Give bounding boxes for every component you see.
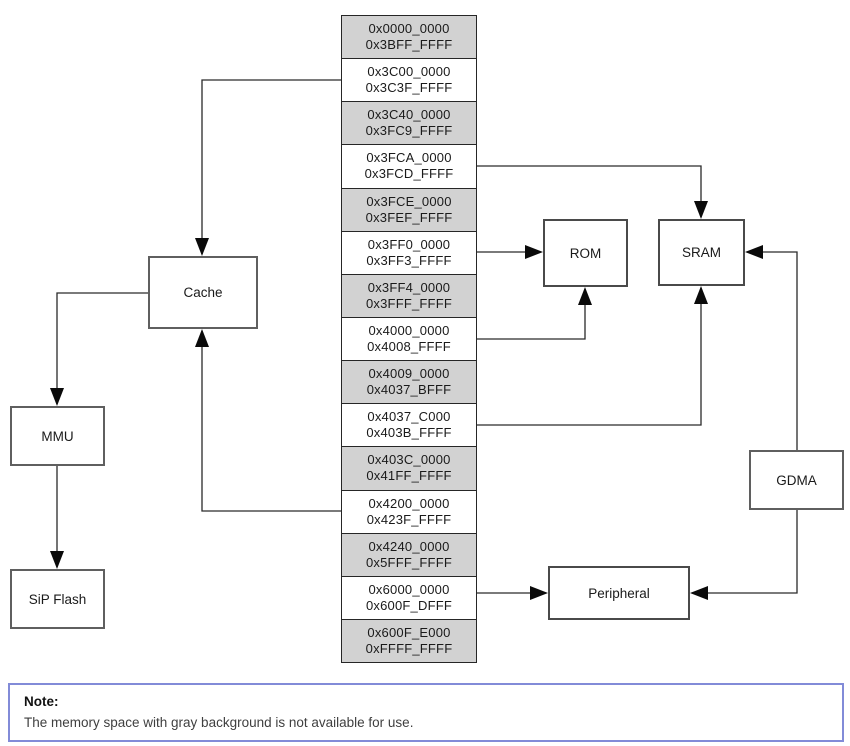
connector-region2-to-cache-top <box>195 79 341 256</box>
memory-region: 0x4240_0000 0x5FFF_FFFF <box>342 533 476 577</box>
sram-box: SRAM <box>658 219 745 286</box>
region-start-address: 0x0000_0000 <box>368 21 450 37</box>
region-start-address: 0x3FF4_0000 <box>367 279 451 295</box>
region-start-address: 0x600F_E000 <box>367 625 451 641</box>
mmu-box: MMU <box>10 406 105 466</box>
region-start-address: 0x6000_0000 <box>368 581 450 597</box>
region-end-address: 0xFFFF_FFFF <box>365 641 453 657</box>
region-end-address: 0x403B_FFFF <box>366 425 452 441</box>
connector-region4-to-sram-top <box>477 165 708 219</box>
connector-region8-to-rom-bottom <box>477 287 592 340</box>
region-end-address: 0x3FF3_FFFF <box>366 252 452 268</box>
connector-cache-to-mmu <box>50 292 148 406</box>
note-text: The memory space with gray background is… <box>24 715 414 730</box>
region-start-address: 0x3FF0_0000 <box>367 236 451 252</box>
region-end-address: 0x3BFF_FFFF <box>365 37 453 53</box>
region-start-address: 0x403C_0000 <box>367 452 451 468</box>
peripheral-box: Peripheral <box>548 566 690 620</box>
note-title: Note: <box>24 694 59 709</box>
memory-region: 0x4000_0000 0x4008_FFFF <box>342 317 476 362</box>
memory-region: 0x3FCA_0000 0x3FCD_FFFF <box>342 145 476 189</box>
connector-region12-to-cache-bottom <box>195 329 341 512</box>
region-end-address: 0x3FC9_FFFF <box>365 123 453 139</box>
region-end-address: 0x3C3F_FFFF <box>365 80 453 96</box>
region-end-address: 0x4008_FFFF <box>367 339 451 355</box>
region-start-address: 0x3FCA_0000 <box>366 150 452 166</box>
memory-region: 0x3FCE_0000 0x3FEF_FFFF <box>342 188 476 232</box>
region-start-address: 0x4037_C000 <box>367 409 451 425</box>
region-start-address: 0x3C40_0000 <box>367 107 451 123</box>
region-end-address: 0x423F_FFFF <box>366 511 452 527</box>
memory-address-column: 0x0000_0000 0x3BFF_FFFF 0x3C00_0000 0x3C… <box>341 15 477 663</box>
memory-region: 0x600F_E000 0xFFFF_FFFF <box>342 619 476 663</box>
region-end-address: 0x3FCD_FFFF <box>364 166 454 182</box>
memory-region: 0x4037_C000 0x403B_FFFF <box>342 404 476 448</box>
memory-region: 0x4200_0000 0x423F_FFFF <box>342 490 476 534</box>
memory-region: 0x403C_0000 0x41FF_FFFF <box>342 447 476 491</box>
region-end-address: 0x41FF_FFFF <box>366 468 452 484</box>
region-start-address: 0x4009_0000 <box>368 366 450 382</box>
memory-region: 0x3C40_0000 0x3FC9_FFFF <box>342 102 476 146</box>
memory-region: 0x6000_0000 0x600F_DFFF <box>342 576 476 620</box>
gdma-box: GDMA <box>749 450 844 510</box>
region-end-address: 0x5FFF_FFFF <box>366 554 452 570</box>
memory-region: 0x0000_0000 0x3BFF_FFFF <box>342 16 476 60</box>
region-end-address: 0x600F_DFFF <box>365 597 452 613</box>
region-start-address: 0x4240_0000 <box>368 538 450 554</box>
memory-region: 0x3FF0_0000 0x3FF3_FFFF <box>342 231 476 275</box>
region-end-address: 0x3FFF_FFFF <box>366 295 452 311</box>
cache-box: Cache <box>148 256 258 329</box>
region-end-address: 0x4037_BFFF <box>366 382 452 398</box>
sip-flash-box: SiP Flash <box>10 569 105 629</box>
region-start-address: 0x3C00_0000 <box>367 64 451 80</box>
rom-box: ROM <box>543 219 628 287</box>
region-end-address: 0x3FEF_FFFF <box>365 209 453 225</box>
region-start-address: 0x4200_0000 <box>368 495 450 511</box>
memory-region: 0x3FF4_0000 0x3FFF_FFFF <box>342 274 476 318</box>
connector-gdma-to-peripheral-right <box>690 510 798 600</box>
connector-region10-to-sram-bottom <box>477 286 708 426</box>
memory-region: 0x4009_0000 0x4037_BFFF <box>342 361 476 405</box>
note-panel: Note: The memory space with gray backgro… <box>8 683 844 742</box>
region-start-address: 0x3FCE_0000 <box>366 193 452 209</box>
memory-region: 0x3C00_0000 0x3C3F_FFFF <box>342 59 476 103</box>
region-start-address: 0x4000_0000 <box>368 323 450 339</box>
connector-gdma-to-sram-right <box>745 245 798 450</box>
